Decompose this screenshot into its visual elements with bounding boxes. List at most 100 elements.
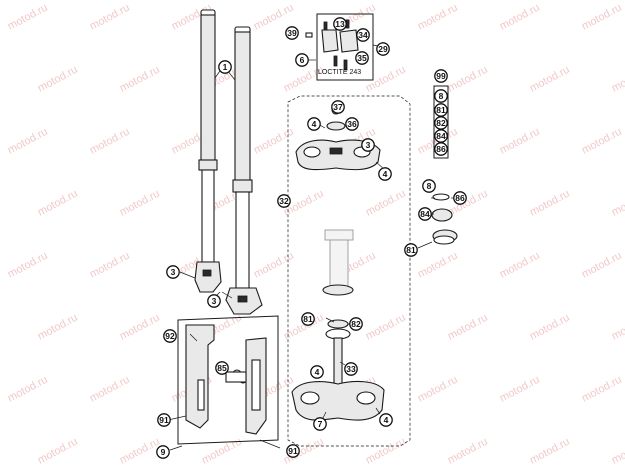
callout-82: 82: [434, 116, 448, 130]
callout-4: 4: [307, 117, 321, 131]
loctite-note: LOCTITE 243: [318, 69, 361, 76]
watermark-text: motod.ru: [446, 436, 490, 467]
callout-8: 8: [422, 179, 436, 193]
callout-circle: [333, 17, 347, 31]
watermark-text: motod.ru: [36, 64, 80, 95]
callout-number: 92: [165, 331, 175, 341]
callout-37: 37: [331, 100, 345, 114]
callout-81: 81: [434, 103, 448, 117]
callout-29: 29: [376, 42, 390, 56]
callout-circle: [418, 207, 432, 221]
watermark-text: motod.ru: [446, 312, 490, 343]
callout-circle: [356, 28, 370, 42]
lower-triple-clamp: [291, 229, 385, 421]
watermark-text: motod.ru: [610, 64, 625, 95]
callout-number: 99: [436, 71, 446, 81]
watermark-text: motod.ru: [118, 312, 162, 343]
bearing-stack: [417, 85, 458, 249]
watermark-text: motod.ru: [364, 436, 408, 467]
watermark-text: motod.ru: [364, 188, 408, 219]
callout-91: 91: [286, 444, 300, 458]
callout-circle: [301, 312, 315, 326]
callout-number: 4: [383, 169, 388, 179]
callout-circle: [404, 243, 418, 257]
callout-1: 1: [218, 60, 232, 74]
callout-3: 3: [207, 294, 221, 308]
callout-number: 91: [159, 415, 169, 425]
callout-86: 86: [434, 142, 448, 156]
callout-number: 34: [358, 30, 368, 40]
callout-82: 82: [349, 317, 363, 331]
watermark-text: motod.ru: [528, 312, 572, 343]
callout-35: 35: [355, 51, 369, 65]
callout-circle: [310, 365, 324, 379]
callout-13: 13: [333, 17, 347, 31]
callout-number: 91: [288, 446, 298, 456]
watermark-text: motod.ru: [580, 250, 624, 281]
watermark-text: motod.ru: [528, 64, 572, 95]
watermark-text: motod.ru: [118, 436, 162, 467]
watermark-text: motod.ru: [364, 312, 408, 343]
callout-number: 84: [420, 209, 430, 219]
callout-number: 81: [406, 245, 416, 255]
watermark-text: motod.ru: [446, 64, 490, 95]
callout-circle: [434, 69, 448, 83]
watermark-text: motod.ru: [580, 374, 624, 405]
callout-84: 84: [434, 129, 448, 143]
callout-number: 81: [303, 314, 313, 324]
callout-circle: [156, 445, 170, 459]
watermark-text: motod.ru: [6, 250, 50, 281]
clamp-hardware-group: [301, 13, 379, 81]
callout-number: 3: [171, 267, 176, 277]
watermark-text: motod.ru: [88, 2, 132, 33]
watermark-text: motod.ru: [252, 250, 296, 281]
callout-circle: [207, 294, 221, 308]
watermark-text: motod.ru: [88, 250, 132, 281]
callout-6: 6: [295, 53, 309, 67]
watermark-text: motod.ru: [580, 126, 624, 157]
callout-number: 36: [347, 119, 357, 129]
callout-circle: [344, 362, 358, 376]
callout-circle: [331, 100, 345, 114]
watermark-text: motod.ru: [498, 250, 542, 281]
watermark-text: motod.ru: [200, 436, 244, 467]
callout-number: 3: [366, 140, 371, 150]
watermark-text: motod.ru: [580, 2, 624, 33]
callout-91: 91: [157, 413, 171, 427]
callout-number: 3: [212, 296, 217, 306]
callout-number: 9: [161, 447, 166, 457]
callout-81: 81: [301, 312, 315, 326]
callout-circle: [313, 417, 327, 431]
watermark-text: motod.ru: [528, 188, 572, 219]
callout-number: 84: [436, 131, 446, 141]
callout-circle: [215, 361, 229, 375]
callout-circle: [349, 317, 363, 331]
callout-circle: [277, 194, 291, 208]
callout-circle: [307, 117, 321, 131]
watermark-text: motod.ru: [528, 436, 572, 467]
callout-circle: [422, 179, 436, 193]
callout-number: 4: [384, 415, 389, 425]
callout-86: 86: [453, 191, 467, 205]
watermark-text: motod.ru: [6, 2, 50, 33]
callout-circle: [345, 117, 359, 131]
watermark-text: motod.ru: [498, 2, 542, 33]
callout-number: 4: [315, 367, 320, 377]
watermark-text: motod.ru: [88, 374, 132, 405]
callout-number: 8: [427, 181, 432, 191]
callout-9: 9: [156, 445, 170, 459]
callout-number: 13: [335, 19, 345, 29]
callout-number: 82: [436, 118, 446, 128]
watermark-text: motod.ru: [252, 126, 296, 157]
callout-circle: [361, 138, 375, 152]
callout-circle: [286, 444, 300, 458]
callout-84: 84: [418, 207, 432, 221]
watermark-text: motod.ru: [6, 126, 50, 157]
watermark-text: motod.ru: [118, 64, 162, 95]
callout-circle: [379, 413, 393, 427]
callout-circle: [453, 191, 467, 205]
callout-number: 86: [455, 193, 465, 203]
assembly-frame: [287, 95, 411, 447]
